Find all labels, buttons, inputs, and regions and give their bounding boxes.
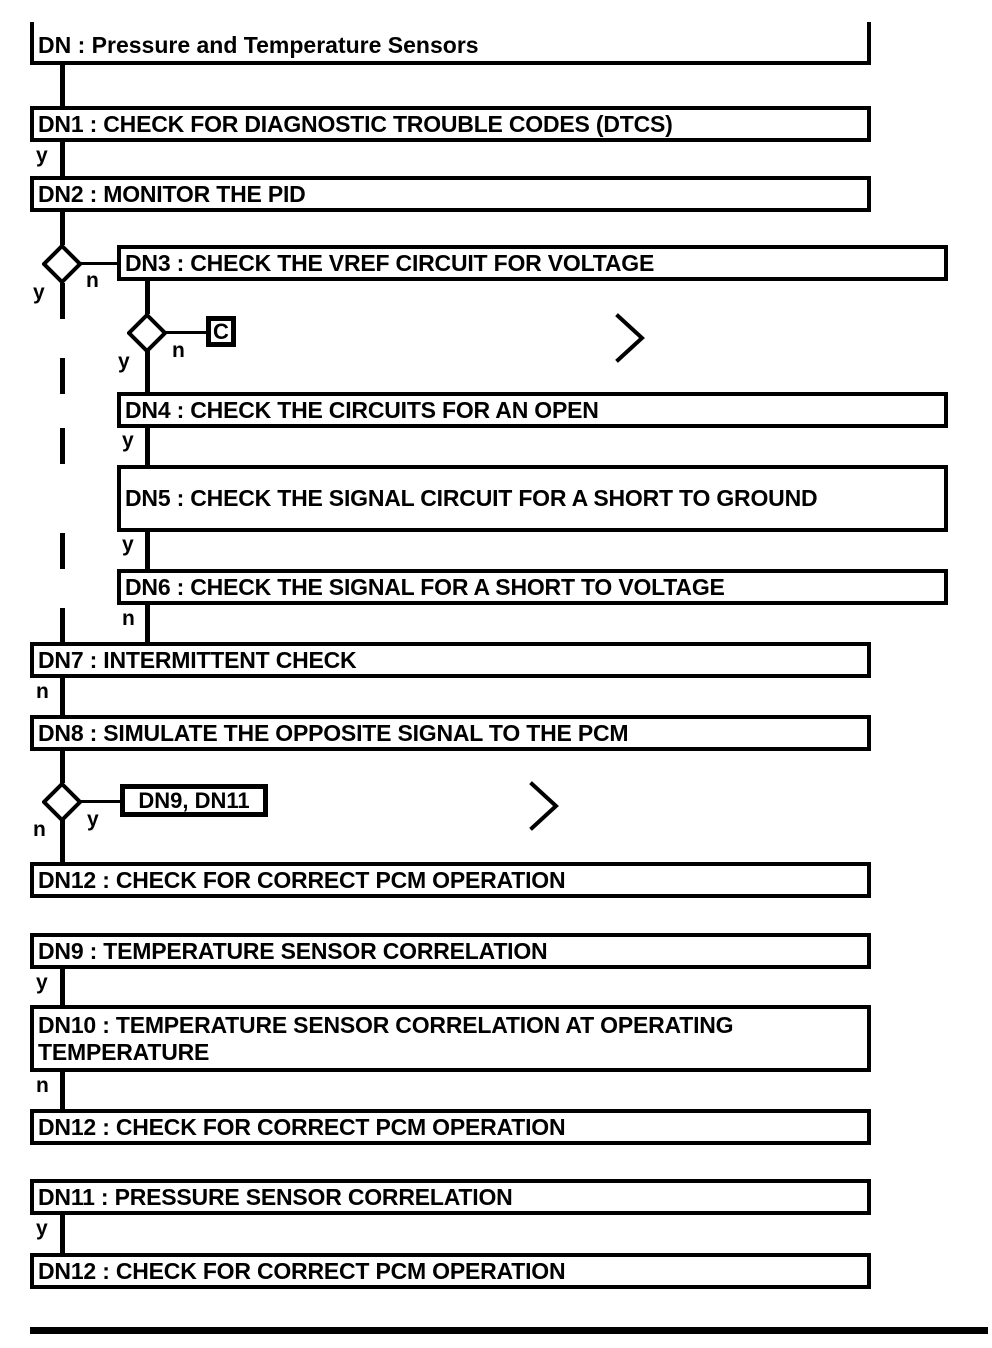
flowchart-header-box: DN : Pressure and Temperature Sensors — [30, 22, 871, 65]
step-label-dn12-a: DN12 : CHECK FOR CORRECT PCM OPERATION — [38, 866, 566, 893]
connector-decision1-yes-dash-1 — [60, 283, 65, 319]
connector-decision1-no-to-dn3 — [80, 262, 120, 265]
step-label-dn9: DN9 : TEMPERATURE SENSOR CORRELATION — [38, 937, 548, 964]
connector-decision1-yes-dash-5 — [60, 608, 65, 644]
connector-dn3-to-decision2 — [145, 281, 150, 314]
step-box-dn12-b[interactable]: DN12 : CHECK FOR CORRECT PCM OPERATION — [30, 1109, 871, 1145]
decision-diamond-1-icon — [42, 244, 82, 284]
branch-label-decision3-no: n — [33, 818, 46, 841]
connector-dn9-to-dn10 — [60, 969, 65, 1005]
offpage-connector-c-label: C — [213, 318, 229, 344]
connector-decision1-yes-dash-2 — [60, 358, 65, 394]
step-label-dn4: DN4 : CHECK THE CIRCUITS FOR AN OPEN — [125, 396, 599, 423]
step-box-dn9[interactable]: DN9 : TEMPERATURE SENSOR CORRELATION — [30, 933, 871, 969]
step-label-dn10: DN10 : TEMPERATURE SENSOR CORRELATION AT… — [38, 1011, 734, 1065]
connector-decision2-no-to-ref-c — [165, 331, 207, 334]
step-box-dn6[interactable]: DN6 : CHECK THE SIGNAL FOR A SHORT TO VO… — [117, 569, 948, 605]
branch-label-dn4-yes: y — [122, 429, 134, 452]
step-label-dn7: DN7 : INTERMITTENT CHECK — [38, 646, 357, 673]
connector-decision3-yes-to-ref-dn9-dn11 — [80, 800, 122, 803]
connector-decision3-no-to-dn12a — [60, 820, 65, 862]
decision-diamond-3-icon — [42, 782, 82, 822]
decision-diamond-2-icon — [127, 313, 167, 353]
branch-label-dn6-no: n — [122, 607, 135, 630]
step-box-dn7[interactable]: DN7 : INTERMITTENT CHECK — [30, 642, 871, 678]
step-box-dn10[interactable]: DN10 : TEMPERATURE SENSOR CORRELATION AT… — [30, 1005, 871, 1072]
step-label-dn8: DN8 : SIMULATE THE OPPOSITE SIGNAL TO TH… — [38, 719, 629, 746]
connector-dn7-to-dn8 — [60, 678, 65, 715]
connector-dn11-to-dn12c — [60, 1215, 65, 1253]
connector-dn1-to-dn2 — [60, 142, 65, 176]
step-box-dn4[interactable]: DN4 : CHECK THE CIRCUITS FOR AN OPEN — [117, 392, 948, 428]
step-label-dn2: DN2 : MONITOR THE PID — [38, 180, 306, 207]
branch-label-decision2-yes: y — [118, 350, 130, 373]
page-bottom-rule — [30, 1327, 988, 1334]
step-label-dn12-c: DN12 : CHECK FOR CORRECT PCM OPERATION — [38, 1257, 566, 1284]
step-box-dn5[interactable]: DN5 : CHECK THE SIGNAL CIRCUIT FOR A SHO… — [117, 465, 948, 532]
chevron-right-icon-2 — [529, 781, 559, 831]
step-box-dn1[interactable]: DN1 : CHECK FOR DIAGNOSTIC TROUBLE CODES… — [30, 106, 871, 142]
connector-decision2-yes-to-dn4 — [145, 351, 150, 392]
connector-decision1-yes-dash-4 — [60, 533, 65, 569]
branch-label-decision2-no: n — [172, 339, 185, 362]
branch-label-dn1-yes: y — [36, 144, 48, 167]
offpage-connector-dn9-dn11-label: DN9, DN11 — [138, 787, 250, 813]
step-label-dn5: DN5 : CHECK THE SIGNAL CIRCUIT FOR A SHO… — [125, 485, 818, 511]
step-box-dn2[interactable]: DN2 : MONITOR THE PID — [30, 176, 871, 212]
connector-dn5-to-dn6 — [145, 532, 150, 569]
branch-label-dn10-no: n — [36, 1074, 49, 1097]
connector-dn8-to-decision3 — [60, 751, 65, 783]
offpage-connector-c[interactable]: C — [206, 316, 236, 347]
branch-label-dn7-no: n — [36, 680, 49, 703]
step-label-dn6: DN6 : CHECK THE SIGNAL FOR A SHORT TO VO… — [125, 573, 725, 600]
connector-decision1-yes-dash-3 — [60, 428, 65, 464]
flowchart-header-label: DN : Pressure and Temperature Sensors — [38, 32, 479, 58]
connector-dn4-to-dn5 — [145, 428, 150, 465]
step-box-dn8[interactable]: DN8 : SIMULATE THE OPPOSITE SIGNAL TO TH… — [30, 715, 871, 751]
connector-header-to-dn1 — [60, 65, 65, 106]
connector-dn6-to-dn7 — [145, 605, 150, 644]
branch-label-decision1-no: n — [86, 269, 99, 292]
step-box-dn12-c[interactable]: DN12 : CHECK FOR CORRECT PCM OPERATION — [30, 1253, 871, 1289]
step-label-dn1: DN1 : CHECK FOR DIAGNOSTIC TROUBLE CODES… — [38, 110, 673, 137]
step-box-dn11[interactable]: DN11 : PRESSURE SENSOR CORRELATION — [30, 1179, 871, 1215]
step-label-dn3: DN3 : CHECK THE VREF CIRCUIT FOR VOLTAGE — [125, 249, 655, 276]
connector-dn2-to-decision1 — [60, 212, 65, 245]
offpage-connector-dn9-dn11[interactable]: DN9, DN11 — [120, 784, 268, 817]
step-box-dn3[interactable]: DN3 : CHECK THE VREF CIRCUIT FOR VOLTAGE — [117, 245, 948, 281]
branch-label-dn11-yes: y — [36, 1217, 48, 1240]
branch-label-dn5-yes: y — [122, 533, 134, 556]
branch-label-dn9-yes: y — [36, 971, 48, 994]
branch-label-decision3-yes: y — [87, 808, 99, 831]
step-label-dn11: DN11 : PRESSURE SENSOR CORRELATION — [38, 1183, 513, 1210]
branch-label-decision1-yes: y — [33, 281, 45, 304]
step-label-dn12-b: DN12 : CHECK FOR CORRECT PCM OPERATION — [38, 1113, 566, 1140]
connector-dn10-to-dn12b — [60, 1072, 65, 1109]
step-box-dn12-a[interactable]: DN12 : CHECK FOR CORRECT PCM OPERATION — [30, 862, 871, 898]
chevron-right-icon-1 — [615, 313, 645, 363]
